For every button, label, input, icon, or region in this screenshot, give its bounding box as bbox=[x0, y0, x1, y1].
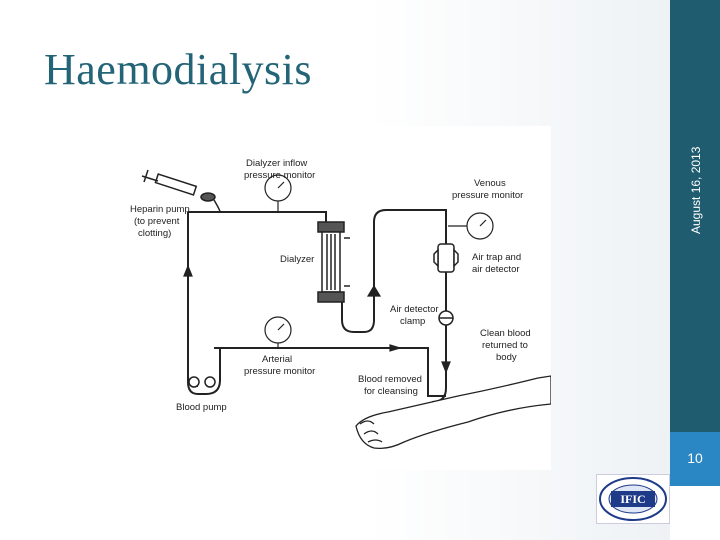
label-dialyzer-inflow-1: Dialyzer inflow bbox=[246, 158, 307, 169]
venous-gauge bbox=[448, 212, 494, 240]
label-clean-1: Clean blood bbox=[480, 328, 531, 339]
slide-number-box bbox=[670, 432, 720, 486]
logo-text: IFIC bbox=[620, 492, 645, 506]
slide-title: Haemodialysis bbox=[44, 45, 313, 94]
label-air-trap-1: Air trap and bbox=[472, 252, 521, 263]
label-clean-3: body bbox=[496, 352, 517, 363]
ific-logo-svg: IFIC bbox=[599, 477, 667, 521]
tube-arterial-line bbox=[214, 347, 446, 397]
label-dialyzer: Dialyzer bbox=[280, 254, 314, 265]
label-air-clamp-2: clamp bbox=[400, 316, 425, 327]
label-blood-pump: Blood pump bbox=[176, 402, 227, 413]
air-detector-clamp bbox=[438, 310, 454, 326]
blood-pump bbox=[188, 376, 216, 388]
label-removed-1: Blood removed bbox=[358, 374, 422, 385]
label-venous-1: Venous bbox=[474, 178, 506, 189]
label-removed-2: for cleansing bbox=[364, 386, 418, 397]
label-air-clamp-1: Air detector bbox=[390, 304, 439, 315]
haemodialysis-diagram: Dialyzer inflow pressure monitor Heparin… bbox=[128, 126, 551, 470]
label-heparin-2: (to prevent bbox=[134, 216, 180, 227]
diagram-svg: Dialyzer inflow pressure monitor Heparin… bbox=[130, 158, 551, 450]
dialyzer-cartridge bbox=[317, 221, 350, 303]
tube-pump-loop bbox=[187, 348, 221, 395]
tube-dialyzer-out bbox=[341, 209, 447, 333]
slide-number: 10 bbox=[687, 450, 703, 466]
label-clean-2: returned to bbox=[482, 340, 528, 351]
side-bar bbox=[670, 0, 720, 432]
slide-date: August 16, 2013 bbox=[689, 146, 703, 234]
patient-arm bbox=[355, 375, 551, 450]
heparin-syringe bbox=[141, 169, 221, 213]
tube-venous-return bbox=[431, 272, 447, 403]
label-heparin-1: Heparin pump bbox=[130, 204, 190, 215]
ific-logo: IFIC bbox=[596, 474, 670, 524]
label-arterial-2: pressure monitor bbox=[244, 366, 315, 377]
label-heparin-3: clotting) bbox=[138, 228, 171, 239]
dialyzer-inflow-gauge bbox=[264, 174, 292, 212]
arterial-gauge bbox=[264, 316, 292, 348]
air-trap bbox=[433, 243, 459, 273]
label-venous-2: pressure monitor bbox=[452, 190, 523, 201]
flow-arrows bbox=[183, 264, 451, 374]
label-dialyzer-inflow-2: pressure monitor bbox=[244, 170, 315, 181]
label-arterial-1: Arterial bbox=[262, 354, 292, 365]
label-air-trap-2: air detector bbox=[472, 264, 520, 275]
